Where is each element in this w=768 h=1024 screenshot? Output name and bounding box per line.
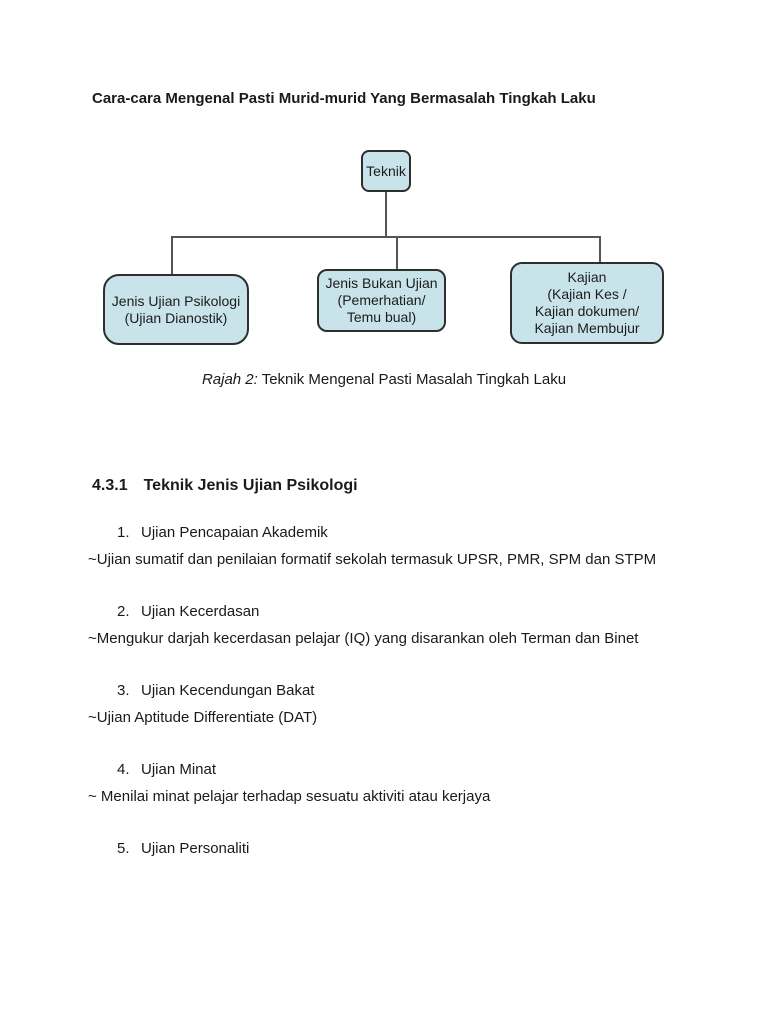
box-right-line-1: Kajian xyxy=(567,269,607,285)
box-right-line-4: Kajian Membujur xyxy=(534,320,640,336)
box-right-line-2: (Kajian Kes / xyxy=(547,286,627,302)
list-item-desc: ~Mengukur darjah kecerdasan pelajar (IQ)… xyxy=(88,630,639,647)
box-right-line-3: Kajian dokumen/ xyxy=(534,303,640,319)
list-item-number: 1. xyxy=(117,524,130,541)
list-item-number: 3. xyxy=(117,682,130,699)
list-item-label: Ujian Pencapaian Akademik xyxy=(141,524,328,541)
list-item-number: 5. xyxy=(117,840,130,857)
connector-root-vertical xyxy=(385,192,387,237)
page-title: Cara-cara Mengenal Pasti Murid-murid Yan… xyxy=(92,90,596,107)
list-item-desc: ~Ujian Aptitude Differentiate (DAT) xyxy=(88,709,318,726)
diagram-box-kajian: Kajian (Kajian Kes / Kajian dokumen/ Kaj… xyxy=(510,262,664,344)
list-item-label: Ujian Minat xyxy=(141,761,217,778)
list-item-desc: ~Ujian sumatif dan penilaian formatif se… xyxy=(88,551,657,568)
section-title: Teknik Jenis Ujian Psikologi xyxy=(143,477,358,494)
figure-caption: Rajah 2: Teknik Mengenal Pasti Masalah T… xyxy=(0,371,768,388)
box-mid-line-1: Jenis Bukan Ujian xyxy=(325,275,438,291)
list-item-desc: ~ Menilai minat pelajar terhadap sesuatu… xyxy=(88,788,491,805)
box-mid-line-3: Temu bual) xyxy=(346,309,417,325)
list-item-number: 4. xyxy=(117,761,130,778)
box-mid-line-2: (Pemerhatian/ xyxy=(337,292,426,308)
box-left-line-1: Jenis Ujian Psikologi xyxy=(111,292,241,309)
connector-horizontal xyxy=(171,236,601,238)
diagram-box-jenis-ujian-psikologi: Jenis Ujian Psikologi (Ujian Dianostik) xyxy=(103,274,249,345)
list-item-label: Ujian Kecerdasan xyxy=(141,603,260,620)
list-item-label: Ujian Kecendungan Bakat xyxy=(141,682,315,699)
list-item-label: Ujian Personaliti xyxy=(141,840,250,857)
diagram-box-jenis-bukan-ujian: Jenis Bukan Ujian (Pemerhatian/ Temu bua… xyxy=(317,269,446,332)
diagram-box-teknik-label: Teknik xyxy=(366,162,406,179)
diagram-box-teknik: Teknik xyxy=(361,150,411,192)
connector-right-drop xyxy=(599,236,601,263)
connector-middle-drop xyxy=(396,236,398,270)
list-item-number: 2. xyxy=(117,603,130,620)
box-left-line-2: (Ujian Dianostik) xyxy=(124,309,228,326)
section-number: 4.3.1 xyxy=(92,477,128,494)
section-heading: 4.3.1 Teknik Jenis Ujian Psikologi xyxy=(92,477,358,495)
figure-caption-text: Teknik Mengenal Pasti Masalah Tingkah La… xyxy=(257,371,567,388)
figure-caption-label: Rajah 2: xyxy=(201,371,258,388)
connector-left-drop xyxy=(171,236,173,275)
